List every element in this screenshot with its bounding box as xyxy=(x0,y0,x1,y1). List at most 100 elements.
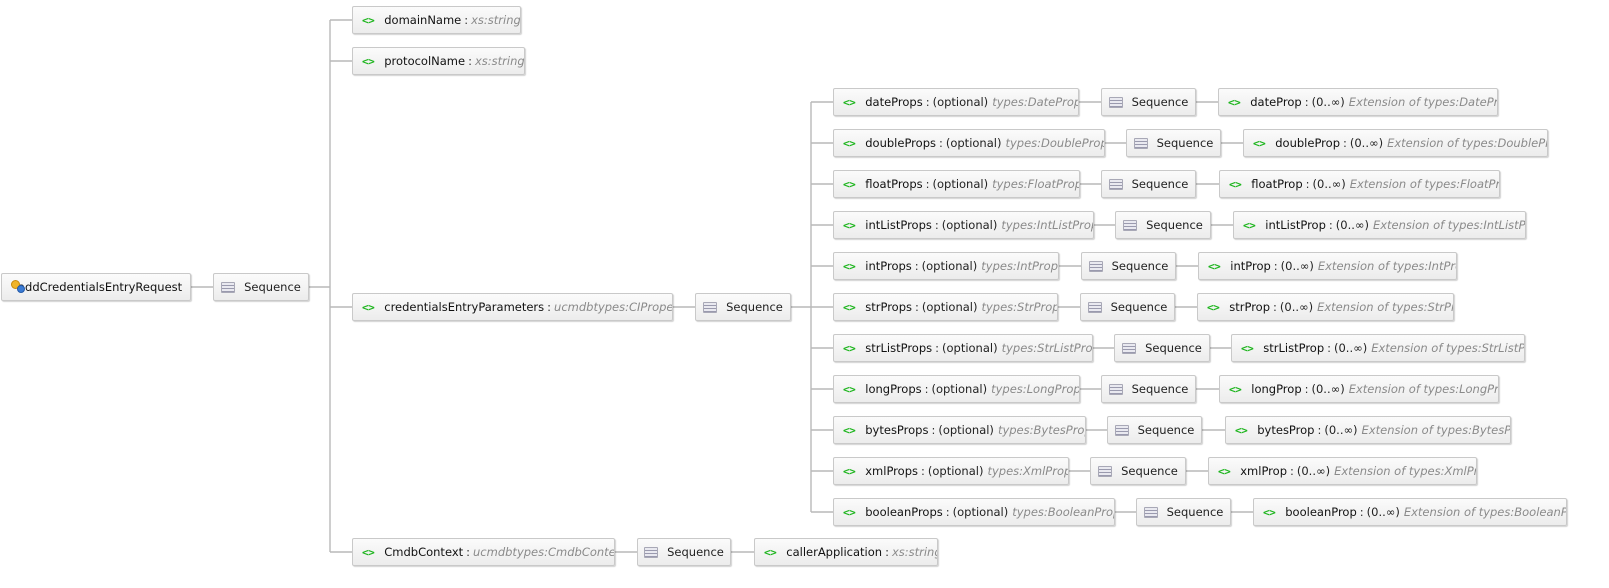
type-separator: : xyxy=(885,545,889,559)
sequence-icon xyxy=(1108,178,1123,190)
element-node-xmlProps[interactable]: <>xmlProps:(optional)types:XmlProps xyxy=(833,457,1069,485)
element-node-booleanProps[interactable]: <>booleanProps:(optional)types:BooleanPr… xyxy=(833,498,1115,526)
element-name: strProps xyxy=(865,300,913,314)
type-separator: : xyxy=(547,300,552,314)
sequence-node[interactable]: Sequence xyxy=(1090,457,1186,485)
element-node-strProp[interactable]: <>strProp:(0..∞)Extension of types:StrPr… xyxy=(1197,293,1454,321)
element-node-dateProps[interactable]: <>dateProps:(optional)types:DateProps xyxy=(833,88,1079,116)
optional-label: (optional) xyxy=(921,300,978,314)
element-node-intProp[interactable]: <>intProp:(0..∞)Extension of types:IntPr… xyxy=(1198,252,1457,280)
element-name: domainName xyxy=(384,13,462,27)
element-node-floatProps[interactable]: <>floatProps:(optional)types:FloatProps xyxy=(833,170,1080,198)
element-type: types:BytesProps xyxy=(997,423,1085,437)
optional-label: (optional) xyxy=(952,505,1009,519)
element-type: types:StrListProps xyxy=(1001,341,1093,355)
element-icon: <> xyxy=(843,259,856,273)
multiplicity-label: (0..∞) xyxy=(1335,218,1369,232)
sequence-node[interactable]: Sequence xyxy=(1101,170,1196,198)
element-node-bytesProp[interactable]: <>bytesProp:(0..∞)Extension of types:Byt… xyxy=(1225,416,1511,444)
element-name: callerApplication xyxy=(786,545,883,559)
sequence-node[interactable]: Sequence xyxy=(1126,129,1221,157)
element-icon: <> xyxy=(843,464,856,478)
element-node-dateProp[interactable]: <>dateProp:(0..∞)Extension of types:Date… xyxy=(1218,88,1498,116)
type-separator: : xyxy=(1273,259,1278,273)
element-type: types:IntProps xyxy=(981,259,1059,273)
element-node-floatProp[interactable]: <>floatProp:(0..∞)Extension of types:Flo… xyxy=(1219,170,1500,198)
element-icon: <> xyxy=(1243,218,1256,232)
extension-type: Extension of types:DoubleProp xyxy=(1387,136,1548,150)
element-type: types:StrProps xyxy=(981,300,1058,314)
element-node-doubleProps[interactable]: <>doubleProps:(optional)types:DoubleProp… xyxy=(833,129,1105,157)
type-separator: : xyxy=(466,545,471,559)
element-node-strProps[interactable]: <>strProps:(optional)types:StrProps xyxy=(833,293,1058,321)
multiplicity-label: (0..∞) xyxy=(1311,95,1345,109)
element-name: strProp xyxy=(1229,300,1271,314)
element-node-domainName[interactable]: <> domainName : xs:string xyxy=(352,6,521,34)
element-name: bytesProps xyxy=(865,423,929,437)
element-node-callerApplication[interactable]: <> callerApplication : xs:string xyxy=(754,538,938,566)
element-node-longProps[interactable]: <>longProps:(optional)types:LongProps xyxy=(833,375,1080,403)
root-sequence-node[interactable]: Sequence xyxy=(213,273,309,301)
extension-type: Extension of types:BytesProp xyxy=(1361,423,1511,437)
type-separator: : xyxy=(1290,464,1294,478)
optional-label: (optional) xyxy=(932,95,989,109)
extension-type: Extension of types:FloatProp xyxy=(1349,177,1500,191)
sequence-node[interactable]: Sequence xyxy=(1114,334,1210,362)
element-node-intListProps[interactable]: <>intListProps:(optional)types:IntListPr… xyxy=(833,211,1094,239)
sequence-node[interactable]: Sequence xyxy=(1101,375,1196,403)
credentials-sequence-node[interactable]: Sequence xyxy=(695,293,791,321)
type-separator: : xyxy=(1359,505,1364,519)
multiplicity-label: (0..∞) xyxy=(1311,382,1345,396)
optional-label: (optional) xyxy=(938,423,994,437)
sequence-label: Sequence xyxy=(1110,300,1168,314)
sequence-node[interactable]: Sequence xyxy=(1081,252,1176,280)
element-node-xmlProp[interactable]: <>xmlProp:(0..∞)Extension of types:XmlPr… xyxy=(1208,457,1477,485)
element-icon: <> xyxy=(1228,95,1241,109)
type-separator: : xyxy=(931,423,936,437)
type-separator: : xyxy=(938,136,943,150)
element-type: xs:string xyxy=(474,54,525,68)
element-node-bytesProps[interactable]: <>bytesProps:(optional)types:BytesProps xyxy=(833,416,1086,444)
cmdb-sequence-node[interactable]: Sequence xyxy=(637,538,731,566)
sequence-node[interactable]: Sequence xyxy=(1136,498,1231,526)
element-icon: <> xyxy=(843,136,856,150)
element-node-strListProps[interactable]: <>strListProps:(optional)types:StrListPr… xyxy=(833,334,1093,362)
element-type: types:DoubleProps xyxy=(1005,136,1105,150)
element-node-strListProp[interactable]: <>strListProp:(0..∞)Extension of types:S… xyxy=(1231,334,1525,362)
sequence-label: Sequence xyxy=(667,545,724,559)
element-name: longProps xyxy=(865,382,922,396)
element-name: CmdbContext xyxy=(384,545,464,559)
sequence-icon xyxy=(1114,424,1129,436)
sequence-icon xyxy=(1143,506,1158,518)
element-icon: <> xyxy=(843,95,856,109)
element-node-CmdbContext[interactable]: <> CmdbContext : ucmdbtypes:CmdbContext xyxy=(352,538,615,566)
element-node-intListProp[interactable]: <>intListProp:(0..∞)Extension of types:I… xyxy=(1233,211,1526,239)
element-node-protocolName[interactable]: <> protocolName : xs:string xyxy=(352,47,525,75)
sequence-node[interactable]: Sequence xyxy=(1115,211,1211,239)
element-name: intProp xyxy=(1230,259,1271,273)
element-node-longProp[interactable]: <>longProp:(0..∞)Extension of types:Long… xyxy=(1219,375,1499,403)
type-separator: : xyxy=(921,464,925,478)
element-node-credentialsEntryParameters[interactable]: <> credentialsEntryParameters : ucmdbtyp… xyxy=(352,293,673,321)
sequence-node[interactable]: Sequence xyxy=(1101,88,1196,116)
element-icon: <> xyxy=(1263,505,1276,519)
multiplicity-label: (0..∞) xyxy=(1366,505,1400,519)
sequence-node[interactable]: Sequence xyxy=(1107,416,1202,444)
element-node-intProps[interactable]: <>intProps:(optional)types:IntProps xyxy=(833,252,1059,280)
type-separator: : xyxy=(1343,136,1347,150)
type-separator: : xyxy=(925,177,930,191)
element-node-booleanProp[interactable]: <>booleanProp:(0..∞)Extension of types:B… xyxy=(1253,498,1567,526)
optional-label: (optional) xyxy=(927,464,984,478)
element-node-doubleProp[interactable]: <>doubleProp:(0..∞)Extension of types:Do… xyxy=(1243,129,1548,157)
type-separator: : xyxy=(1317,423,1322,437)
root-element-node[interactable]: addCredentialsEntryRequest xyxy=(1,273,191,301)
type-separator: : xyxy=(468,54,472,68)
sequence-label: Sequence xyxy=(1121,464,1178,478)
sequence-node[interactable]: Sequence xyxy=(1080,293,1175,321)
element-name: booleanProp xyxy=(1285,505,1357,519)
element-icon: <> xyxy=(1218,464,1231,478)
element-icon: <> xyxy=(1229,177,1242,191)
element-name: booleanProps xyxy=(865,505,943,519)
type-separator: : xyxy=(1304,95,1309,109)
